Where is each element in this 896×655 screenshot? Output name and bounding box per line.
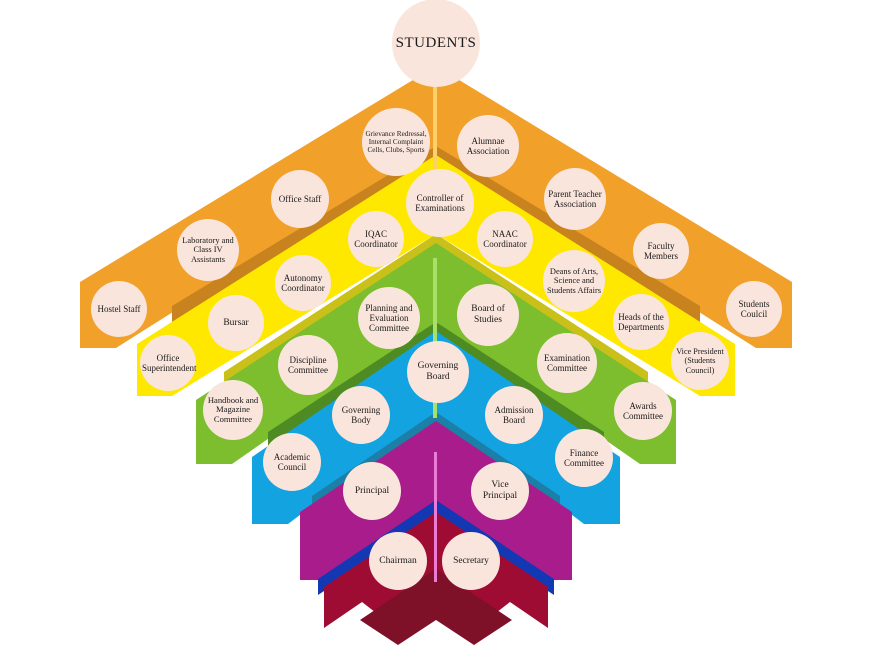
node-admission[interactable]: Admission Board [485,386,543,444]
node-label: STUDENTS [395,34,477,51]
spine-connector-magenta [434,452,437,582]
node-label: Bursar [223,317,249,328]
node-label: Discipline Committee [288,354,328,375]
node-label: Laboratory and Class IV Assistants [182,235,234,264]
node-deans[interactable]: Deans of Arts, Science and Students Affa… [543,250,605,312]
node-hostel[interactable]: Hostel Staff [91,281,147,337]
node-label: Office Superintendent [142,352,197,373]
node-faculty[interactable]: Faculty Members [633,223,689,279]
node-label: Hostel Staff [97,303,141,314]
royal-blue-chevron [318,500,554,595]
node-gov-board[interactable]: Governing Board [407,341,469,403]
dark-maroon-chevron [360,569,512,645]
node-label: Governing Body [341,404,381,425]
node-alumnae[interactable]: Alumnae Association [457,115,519,177]
node-awards[interactable]: Awards Committee [614,382,672,440]
spine-connector-orange [433,80,437,210]
node-label: Admission Board [494,404,534,425]
node-office-staff[interactable]: Office Staff [271,170,329,228]
node-label: Handbook and Magazine Committee [207,394,259,424]
node-label: Grievance Redressal, Internal Complaint … [365,129,427,155]
node-label: Alumnae Association [466,135,510,156]
node-label: NAAC Coordinator [483,228,527,249]
node-vp-sc[interactable]: Vice President (Students Council) [671,332,729,390]
node-exam-cmte[interactable]: Examination Committee [537,333,597,393]
node-bos[interactable]: Board of Studies [457,284,519,346]
node-label: Faculty Members [644,240,678,261]
node-label: Governing Board [417,361,459,382]
node-finance[interactable]: Finance Committee [555,429,613,487]
node-bursar[interactable]: Bursar [208,295,264,351]
node-label: Planning and Evaluation Committee [365,302,413,334]
node-label: Awards Committee [623,400,663,421]
node-label: Chairman [379,555,417,566]
node-discipline[interactable]: Discipline Committee [278,335,338,395]
node-label: Academic Council [273,451,311,472]
node-autonomy[interactable]: Autonomy Coordinator [275,255,331,311]
node-label: Vice President (Students Council) [676,347,724,375]
node-label: Office Staff [278,193,322,204]
node-planning[interactable]: Planning and Evaluation Committee [358,287,420,349]
spine-connector-green [433,258,437,418]
node-naac[interactable]: NAAC Coordinator [477,211,533,267]
node-secretary[interactable]: Secretary [442,532,500,590]
node-students[interactable]: STUDENTS [392,0,480,87]
chevron-layer-group [80,62,792,645]
node-label: Finance Committee [564,447,604,468]
node-hods[interactable]: Heads of the Departments [613,294,669,350]
node-acad-council[interactable]: Academic Council [263,433,321,491]
node-label: Examination Committee [544,352,590,373]
node-vice-principal[interactable]: Vice Principal [471,462,529,520]
node-label: Principal [354,485,390,496]
node-office-supt[interactable]: Office Superintendent [140,335,197,391]
node-label: Heads of the Departments [618,311,664,332]
node-lab-assist[interactable]: Laboratory and Class IV Assistants [177,219,239,281]
node-label: Parent Teacher Association [548,188,602,209]
node-label: Vice Principal [482,480,518,501]
node-label: IQAC Coordinator [354,228,398,249]
node-label: Autonomy Coordinator [281,272,325,293]
node-label: Deans of Arts, Science and Students Affa… [546,266,602,295]
node-gov-body[interactable]: Governing Body [332,386,390,444]
node-label: Students Coulcil [738,298,770,319]
node-handbook[interactable]: Handbook and Magazine Committee [203,380,263,440]
node-controller[interactable]: Controller of Examinations [406,169,474,237]
node-chairman[interactable]: Chairman [369,532,427,590]
node-grievance[interactable]: Grievance Redressal, Internal Complaint … [362,108,430,176]
node-label: Secretary [453,555,489,566]
node-label: Controller of Examinations [415,192,465,213]
node-iqac[interactable]: IQAC Coordinator [348,211,404,267]
node-students-council[interactable]: Students Coulcil [726,281,782,337]
node-principal[interactable]: Principal [343,462,401,520]
node-pta[interactable]: Parent Teacher Association [544,168,606,230]
node-label: Board of Studies [471,304,505,325]
